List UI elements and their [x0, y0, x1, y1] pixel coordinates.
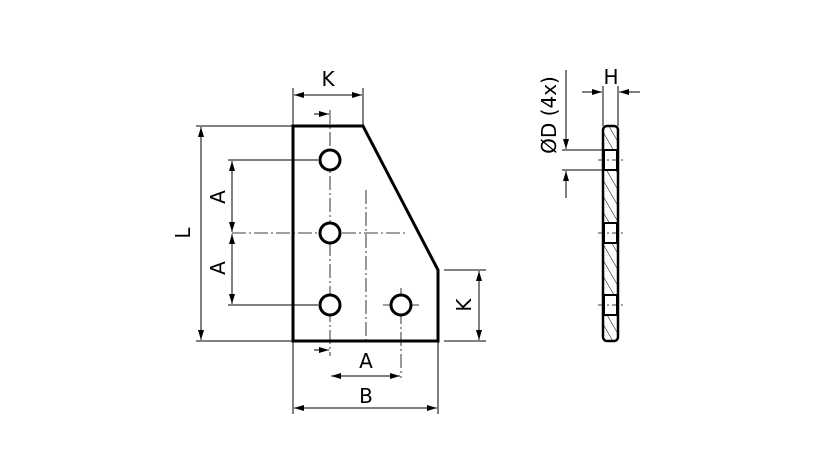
dim-label-a-lower: A: [206, 261, 230, 275]
hole: [318, 221, 342, 245]
dim-label-width: B: [359, 384, 373, 408]
hole: [318, 148, 342, 172]
dim-label-diameter: ØD (4x): [537, 76, 561, 154]
dim-label-a-bottom: A: [359, 349, 373, 373]
hole: [389, 293, 413, 317]
dimension-lines: [198, 92, 482, 411]
side-view: H ØD (4x): [537, 65, 640, 343]
side-holes: [603, 149, 618, 316]
plate-outline: [291, 124, 440, 343]
hole: [318, 293, 342, 317]
holes: [318, 148, 413, 317]
dim-label-a-upper: A: [206, 190, 230, 204]
front-view: K L A A K A B: [171, 67, 486, 414]
dim-label-k-right: K: [452, 298, 476, 312]
extension-lines: [196, 88, 486, 414]
dim-label-length: L: [171, 227, 195, 239]
dim-label-height: H: [603, 65, 618, 89]
dim-label-k-top: K: [321, 67, 335, 91]
